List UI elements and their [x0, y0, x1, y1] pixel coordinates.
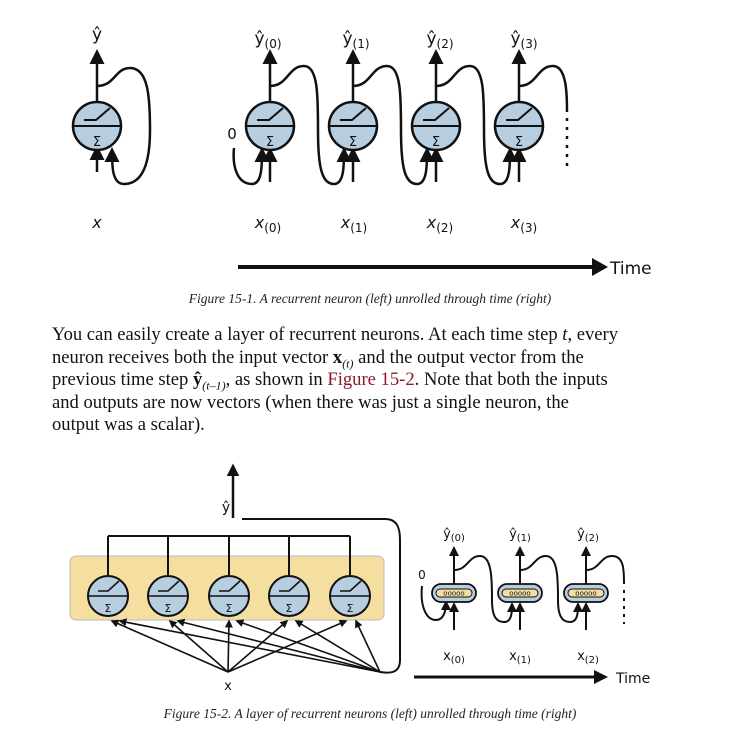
time-label: Time: [615, 671, 650, 687]
layer-step-2: ooooo ŷ(2) x(2): [563, 527, 625, 666]
figure-15-2-link[interactable]: Figure 15-2: [327, 369, 415, 390]
sum-symbol: Σ: [349, 135, 357, 150]
layer-output-label: ŷ: [222, 500, 230, 516]
svg-text:ooooo: ooooo: [509, 590, 530, 598]
sum-symbol: Σ: [432, 135, 440, 150]
initial-state-label: 0: [227, 125, 237, 143]
initial-state-arrow: [232, 147, 270, 186]
step-input-label: x(1): [340, 213, 367, 235]
step-input-label: x(2): [577, 649, 599, 666]
svg-text:ooooo: ooooo: [443, 590, 464, 598]
figure-15-2: ŷ Σ Σ Σ Σ: [69, 463, 650, 694]
unrolled-step-0: Σ ŷ(0) x(0): [244, 29, 352, 235]
unrolled-step-2: Σ ŷ(2) x(2): [410, 29, 518, 235]
step-output-label: ŷ(2): [577, 527, 599, 544]
layer-neuron: Σ: [147, 575, 189, 617]
figure-15-1-caption: Figure 15-1. A recurrent neuron (left) u…: [188, 291, 552, 306]
time-axis: Time: [238, 258, 652, 279]
initial-state-label: 0: [418, 568, 426, 582]
step-output-label: ŷ(1): [342, 29, 369, 51]
step-input-label: x(0): [443, 649, 465, 666]
step-output-label: ŷ(0): [443, 527, 465, 544]
layer-neuron: Σ: [329, 575, 371, 617]
figure-15-1: Σ ŷ x 0 Σ ŷ(0) x(0) Σ ŷ(1) x(1) Σ ŷ(2): [71, 25, 652, 279]
time-label: Time: [609, 259, 652, 279]
step-output-label: ŷ(3): [510, 29, 537, 51]
step-input-label: x(0): [254, 213, 281, 235]
step-input-label: x(2): [426, 213, 453, 235]
svg-text:ooooo: ooooo: [575, 590, 596, 598]
layer-input-label: x: [224, 679, 232, 694]
step-output-label: ŷ(2): [426, 29, 453, 51]
layer-step-1: ooooo ŷ(1) x(1): [497, 527, 583, 666]
recurrent-neuron-left: Σ ŷ x: [71, 25, 152, 232]
layer-step-0: ooooo ŷ(0) x(0): [431, 527, 517, 666]
step-output-label: ŷ(1): [509, 527, 531, 544]
sum-symbol: Σ: [226, 602, 233, 615]
layer-neuron: Σ: [87, 575, 129, 617]
recurrent-layer: ŷ Σ Σ Σ Σ: [69, 463, 401, 694]
paragraph-line-1: You can easily create a layer of recurre…: [52, 324, 619, 345]
paragraph-line-3: previous time step ŷ(t–1), as shown in F…: [52, 369, 608, 393]
unrolled-step-1: Σ ŷ(1) x(1): [327, 29, 435, 235]
unrolled-step-3: Σ ŷ(3) x(3): [493, 29, 569, 235]
step-input-label: x(1): [509, 649, 531, 666]
layer-neuron: Σ: [208, 575, 250, 617]
step-input-label: x(3): [510, 213, 537, 235]
sum-symbol: Σ: [266, 135, 274, 150]
sum-symbol: Σ: [165, 602, 172, 615]
sum-symbol: Σ: [105, 602, 112, 615]
paragraph-line-2: neuron receives both the input vector x(…: [52, 346, 584, 371]
time-axis-2: Time: [414, 670, 650, 687]
layer-neuron: Σ: [268, 575, 310, 617]
figure-15-2-caption: Figure 15-2. A layer of recurrent neuron…: [163, 706, 577, 721]
sum-symbol: Σ: [286, 602, 293, 615]
input-connections: [110, 618, 381, 673]
sum-symbol: Σ: [515, 135, 523, 150]
sum-symbol: Σ: [347, 602, 354, 615]
initial-state-arrow: [420, 585, 451, 622]
neuron-circle: Σ: [71, 100, 123, 152]
sum-symbol: Σ: [93, 135, 101, 150]
input-label: x: [91, 213, 102, 232]
paragraph-line-4: and outputs are now vectors (when there …: [52, 391, 569, 413]
body-paragraph: You can easily create a layer of recurre…: [52, 324, 692, 437]
output-label: ŷ: [92, 25, 102, 45]
step-output-label: ŷ(0): [254, 29, 281, 51]
paragraph-line-5: output was a scalar).: [52, 414, 205, 435]
